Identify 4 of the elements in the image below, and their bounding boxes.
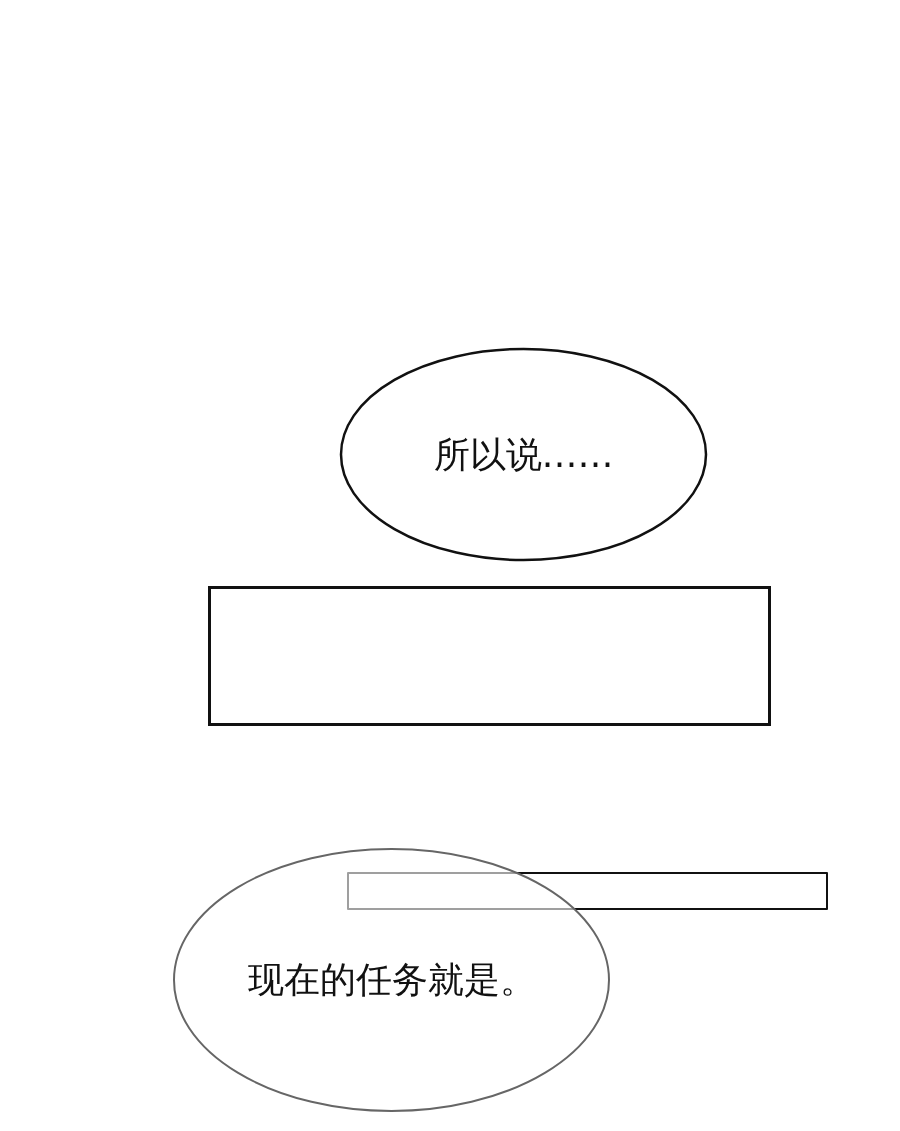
dialogue-text: 所以说…… (432, 432, 615, 476)
panel-frame (208, 586, 771, 726)
dialogue-text: 现在的任务就是。 (246, 957, 537, 1002)
caption-bar (347, 872, 828, 910)
